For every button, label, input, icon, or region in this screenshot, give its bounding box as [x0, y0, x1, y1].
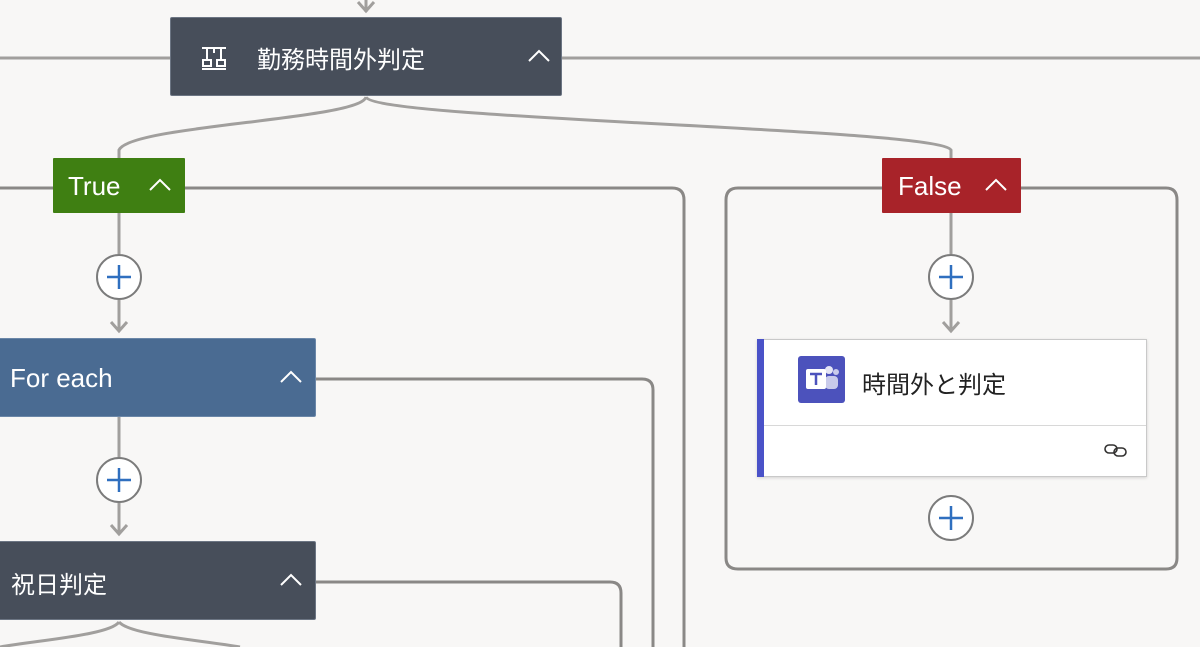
plus-icon	[107, 468, 131, 492]
add-step-button[interactable]	[96, 457, 142, 503]
foreach-title: For each	[10, 363, 113, 393]
condition-title: 勤務時間外判定	[257, 46, 425, 74]
link-icon[interactable]	[1103, 441, 1129, 459]
collapse-chevron-up-icon[interactable]	[277, 363, 305, 391]
branch-false-label: False	[898, 171, 962, 201]
card-divider	[764, 425, 1146, 426]
teams-action-title: 時間外と判定	[862, 371, 1006, 399]
collapse-chevron-up-icon[interactable]	[525, 42, 553, 70]
collapse-chevron-up-icon[interactable]	[146, 171, 174, 199]
branch-true-label: True	[68, 171, 121, 201]
teams-action-card[interactable]: 時間外と判定	[757, 339, 1147, 477]
collapse-chevron-up-icon[interactable]	[982, 171, 1010, 199]
collapse-chevron-up-icon[interactable]	[277, 566, 305, 594]
add-step-button[interactable]	[96, 254, 142, 300]
branch-false-header[interactable]: False	[882, 158, 1021, 213]
foreach-card[interactable]: For each	[0, 338, 316, 417]
branch-true-header[interactable]: True	[53, 158, 185, 213]
plus-icon	[939, 265, 963, 289]
add-step-button[interactable]	[928, 254, 974, 300]
add-step-button[interactable]	[928, 495, 974, 541]
condition-card-off-hours[interactable]: 勤務時間外判定	[170, 17, 562, 96]
plus-icon	[107, 265, 131, 289]
condition-card-holiday[interactable]: 祝日判定	[0, 541, 316, 620]
teams-icon	[798, 356, 845, 403]
holiday-title: 祝日判定	[11, 571, 107, 599]
plus-icon	[939, 506, 963, 530]
action-accent-bar	[757, 339, 764, 477]
condition-icon	[199, 44, 229, 72]
